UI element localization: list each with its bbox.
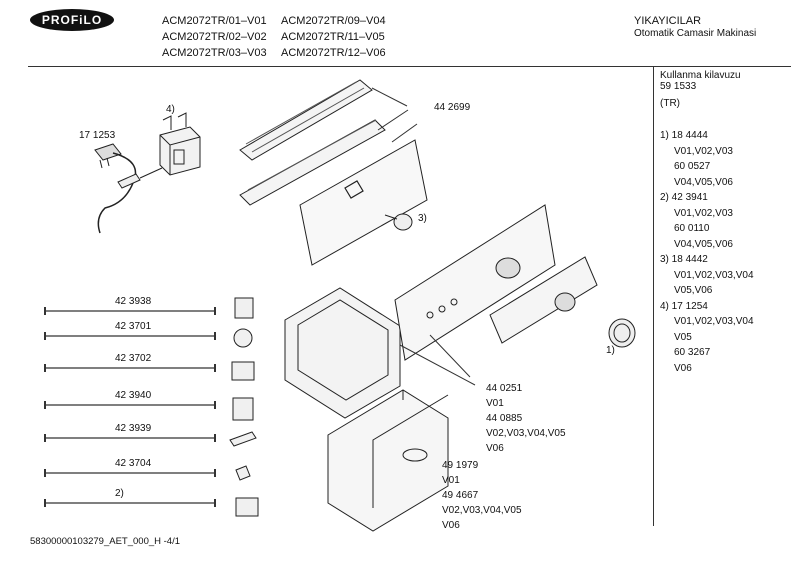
footnote-header: 2) 42 3941 [660, 192, 708, 203]
brand-logo: PROFiLO [30, 9, 114, 31]
part-number: 44 0251 [486, 383, 523, 394]
footnote-header: 4) 17 1254 [660, 300, 708, 312]
model-list-right: ACM2072TR/09–V04 ACM2072TR/11–V05 ACM207… [281, 15, 386, 63]
category-subtitle: Otomatik Camasir Makinasi [634, 28, 757, 39]
label-harness: 42 3938 [115, 296, 152, 307]
footnote-detail: V05 [674, 331, 692, 343]
label-harness: 42 3702 [115, 353, 152, 364]
label-boards: 44 2699 [434, 102, 471, 113]
drawer-front-illustration [327, 389, 449, 532]
label-harness: 42 3939 [115, 423, 152, 434]
footnote-detail: 60 0110 [674, 223, 710, 234]
variant-code: V06 [486, 443, 504, 454]
knob-illustration [384, 213, 413, 231]
variant-code: V01 [486, 398, 504, 409]
part-number: 49 4667 [442, 490, 479, 501]
header-divider [28, 66, 791, 67]
filter-component-illustration [159, 112, 201, 176]
manual-language: (TR) [660, 98, 680, 109]
label-harness-callout: 2) [115, 488, 124, 499]
model-code: ACM2072TR/01–V01 [162, 15, 267, 27]
label-harness: 42 3701 [115, 321, 152, 332]
footnote-detail: 60 0527 [674, 161, 711, 172]
footnote-detail: 60 3267 [674, 347, 711, 358]
variant-code: V02,V03,V04,V05 [442, 505, 522, 516]
footnote-detail: V01,V02,V03,V04 [674, 316, 754, 327]
footnote-detail: V01,V02,V03 [674, 145, 733, 157]
model-code: ACM2072TR/11–V05 [281, 31, 385, 43]
label-filter-callout: 4) [166, 104, 175, 115]
side-divider [653, 66, 654, 526]
model-list-left: ACM2072TR/01–V01 ACM2072TR/02–V02 ACM207… [162, 15, 267, 63]
footnote-detail: V04,V05,V06 [674, 176, 733, 188]
variant-code: V01 [442, 475, 460, 486]
footnote-detail: V04,V05,V06 [674, 238, 733, 250]
selector-ring-illustration [608, 318, 636, 348]
model-code: ACM2072TR/09–V04 [281, 15, 386, 27]
part-number: 49 1979 [442, 460, 479, 471]
power-cable-illustration [94, 143, 163, 234]
model-code: ACM2072TR/02–V02 [162, 31, 267, 43]
footnote-header: 1) 18 4444 [660, 130, 708, 141]
variant-code: V02,V03,V04,V05 [486, 428, 566, 439]
label-knob-callout: 3) [418, 213, 427, 224]
label-harness: 42 3704 [115, 458, 152, 469]
drawer-part-block: 49 1979 V01 49 4667 V02,V03,V04,V05 V06 [442, 460, 522, 535]
panel-part-block: 44 0251 V01 44 0885 V02,V03,V04,V05 V06 [486, 383, 566, 458]
manual-number: 59 1533 [660, 81, 697, 92]
footnote-detail: V06 [674, 362, 692, 374]
manual-title: Kullanma kilavuzu [660, 70, 741, 81]
control-panel-illustration [284, 204, 598, 419]
wire-harnesses [44, 307, 216, 507]
control-boards-illustration [239, 79, 428, 266]
part-number: 44 0885 [486, 413, 523, 424]
footnote-detail: V01,V02,V03 [674, 207, 733, 219]
footnote-detail: V01,V02,V03,V04 [674, 269, 754, 281]
label-harness: 42 3940 [115, 390, 152, 401]
label-ring-callout: 1) [606, 345, 615, 356]
category-title: YIKAYICILAR [634, 15, 702, 27]
footnote-header: 3) 18 4442 [660, 254, 708, 265]
footnote-detail: V05,V06 [674, 285, 713, 296]
label-cable: 17 1253 [79, 130, 116, 141]
model-code: ACM2072TR/03–V03 [162, 47, 267, 59]
switch-components [229, 297, 259, 517]
document-footer: 58300000103279_AET_000_H -4/1 [30, 536, 181, 547]
model-code: ACM2072TR/12–V06 [281, 47, 386, 59]
variant-code: V06 [442, 520, 460, 531]
